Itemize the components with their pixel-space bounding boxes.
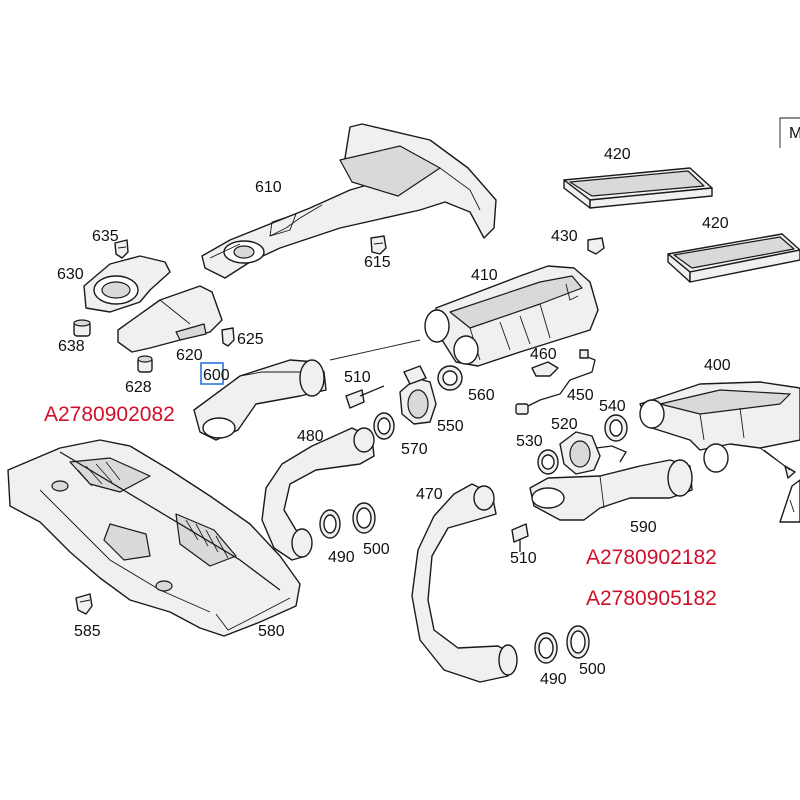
label-635: 635 (92, 228, 119, 245)
label-490-upper: 490 (328, 549, 355, 566)
label-530: 530 (516, 433, 543, 450)
part-number-left: A2780902082 (44, 403, 175, 426)
label-460: 460 (530, 346, 557, 363)
label-638: 638 (58, 338, 85, 355)
part-625-clip[interactable] (221, 327, 235, 347)
part-600-intake-duct[interactable] (193, 359, 327, 441)
label-585: 585 (74, 623, 101, 640)
part-540-seal[interactable] (604, 414, 628, 442)
part-450-sensor-cable[interactable] (515, 349, 596, 415)
part-500-clamp-lower[interactable] (566, 625, 590, 659)
part-470-hose[interactable] (411, 483, 518, 683)
label-540: 540 (599, 398, 626, 415)
part-490-clamp-upper[interactable] (319, 509, 341, 539)
label-590: 590 (630, 519, 657, 536)
part-400-filter-housing[interactable] (639, 381, 800, 479)
part-number-right-2: A2780905182 (586, 587, 717, 610)
label-560: 560 (468, 387, 495, 404)
part-580-underbody-panel[interactable] (7, 439, 301, 637)
label-430: 430 (551, 228, 578, 245)
label-490-lower: 490 (540, 671, 567, 688)
label-410: 410 (471, 267, 498, 284)
part-410-filter-housing[interactable] (424, 265, 599, 367)
part-638-grommet[interactable] (73, 319, 91, 337)
part-520-air-mass-sensor[interactable] (559, 431, 627, 475)
label-500-lower: 500 (579, 661, 606, 678)
label-510-upper: 510 (344, 369, 371, 386)
part-480-hose[interactable] (261, 427, 375, 561)
label-420-b: 420 (702, 215, 729, 232)
part-550-air-mass-sensor[interactable] (399, 365, 437, 425)
part-610-engine-cover[interactable] (201, 123, 497, 279)
part-510-bolt-lower[interactable] (511, 523, 529, 552)
warning-sign-icon (779, 479, 800, 523)
part-530-seal[interactable] (537, 449, 559, 475)
part-628-grommet[interactable] (137, 355, 153, 373)
label-420-a: 420 (604, 146, 631, 163)
part-560-seal[interactable] (437, 365, 463, 391)
part-460-bracket[interactable] (531, 361, 559, 377)
part-585-clip[interactable] (75, 593, 93, 615)
label-480: 480 (297, 428, 324, 445)
label-470: 470 (416, 486, 443, 503)
part-620-cover[interactable] (117, 285, 223, 353)
part-635-clip[interactable] (114, 239, 129, 259)
part-590-intake-duct[interactable] (529, 459, 693, 521)
label-630: 630 (57, 266, 84, 283)
part-430-clip[interactable] (587, 237, 605, 255)
label-500-upper: 500 (363, 541, 390, 558)
part-420-air-filter-b[interactable] (667, 233, 800, 283)
part-615-clip[interactable] (370, 235, 387, 255)
part-630-cover[interactable] (83, 255, 171, 313)
label-570: 570 (401, 441, 428, 458)
label-510-lower: 510 (510, 550, 537, 567)
corner-label: M (789, 125, 800, 142)
label-580: 580 (258, 623, 285, 640)
label-625: 625 (237, 331, 264, 348)
label-615: 615 (364, 254, 391, 271)
label-550: 550 (437, 418, 464, 435)
part-number-right-1: A2780902182 (586, 546, 717, 569)
label-520: 520 (551, 416, 578, 433)
corner-label-box (779, 117, 800, 148)
part-420-air-filter-a[interactable] (563, 167, 713, 209)
label-400: 400 (704, 357, 731, 374)
label-620: 620 (176, 347, 203, 364)
part-500-clamp-upper[interactable] (352, 502, 376, 534)
part-490-clamp-lower[interactable] (534, 632, 558, 664)
leader-lines (329, 339, 791, 471)
label-600: 600 (203, 367, 230, 384)
label-628: 628 (125, 379, 152, 396)
label-600-highlight-box[interactable] (200, 362, 224, 385)
label-610: 610 (255, 179, 282, 196)
label-450: 450 (567, 387, 594, 404)
part-570-seal[interactable] (373, 412, 395, 440)
part-510-bolt-upper[interactable] (345, 385, 385, 409)
